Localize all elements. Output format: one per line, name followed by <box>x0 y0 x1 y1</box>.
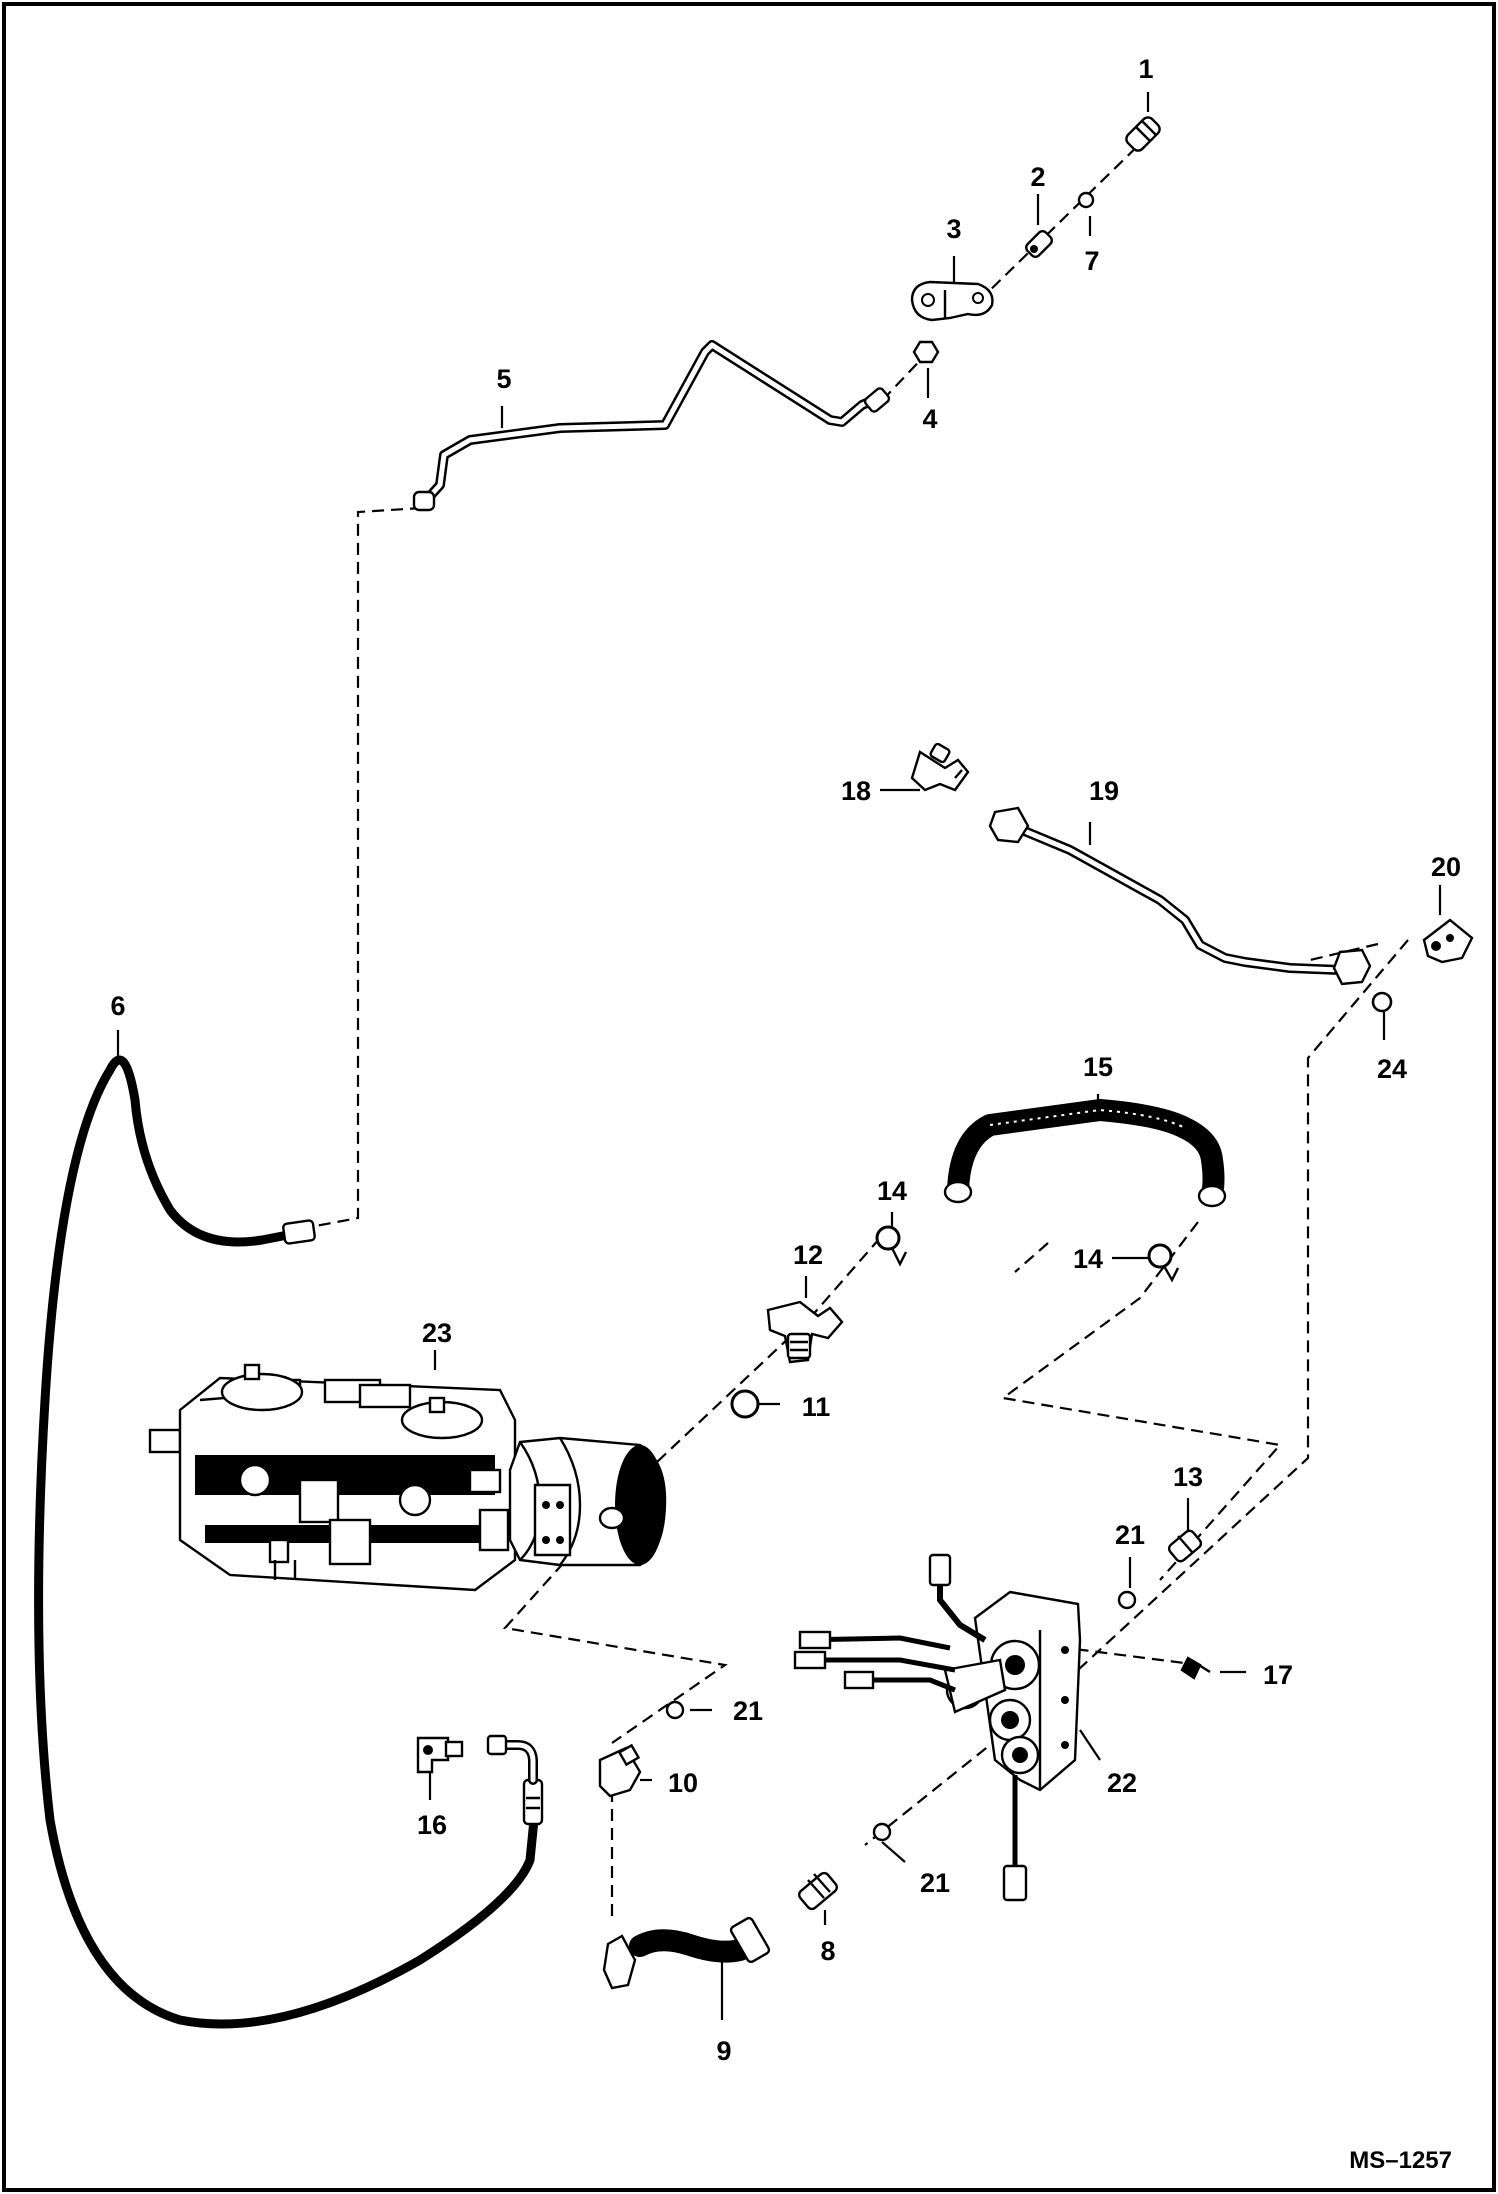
callout-labels: 1 2 3 4 5 6 7 8 9 10 11 12 13 14 14 15 1… <box>110 54 1461 2174</box>
callout-10: 10 <box>668 1768 698 1798</box>
part-23-pump-assembly <box>148 1363 667 1592</box>
callout-24: 24 <box>1377 1054 1407 1084</box>
part-15-hose <box>943 1099 1227 1208</box>
callout-21-c: 21 <box>920 1868 950 1898</box>
part-10-elbow-fitting <box>598 1743 642 1798</box>
callout-21-b: 21 <box>733 1696 763 1726</box>
assembly-dashed-lines <box>304 133 1409 1920</box>
callout-7: 7 <box>1084 246 1099 276</box>
callout-3: 3 <box>946 214 961 244</box>
part-1-fitting <box>1125 116 1161 152</box>
callout-14-b: 14 <box>1073 1244 1103 1274</box>
part-5-tube <box>412 340 891 512</box>
callout-4: 4 <box>922 404 937 434</box>
callout-2: 2 <box>1030 162 1045 192</box>
part-21-o-ring-a <box>1117 1590 1137 1610</box>
part-4-nut <box>912 340 940 364</box>
part-17-bolt <box>1180 1656 1211 1680</box>
callout-8: 8 <box>820 1936 835 1966</box>
part-21-o-ring-c <box>872 1822 892 1842</box>
callout-11: 11 <box>802 1392 831 1422</box>
part-13-fitting <box>1167 1529 1203 1563</box>
callout-20: 20 <box>1431 852 1461 882</box>
part-20-fitting <box>1422 918 1474 964</box>
callout-1: 1 <box>1138 54 1153 84</box>
callout-6: 6 <box>110 991 125 1021</box>
callout-22: 22 <box>1107 1768 1137 1798</box>
part-21-o-ring-b <box>665 1700 685 1720</box>
part-16-elbow-fitting <box>416 1736 464 1774</box>
callout-23: 23 <box>422 1318 452 1348</box>
part-11-o-ring <box>730 1389 760 1419</box>
callout-13: 13 <box>1173 1462 1203 1492</box>
part-2-fitting <box>1025 230 1053 258</box>
part-7-o-ring <box>1077 191 1095 209</box>
part-14-clamp-a <box>875 1225 908 1267</box>
callout-14-a: 14 <box>877 1176 907 1206</box>
callout-18: 18 <box>841 776 871 806</box>
part-18-fitting <box>910 742 970 792</box>
callout-12: 12 <box>793 1240 823 1270</box>
callout-17: 17 <box>1263 1660 1293 1690</box>
part-22-valve-block <box>793 1553 1082 1902</box>
callout-5: 5 <box>496 364 511 394</box>
part-3-clamp <box>910 280 994 322</box>
callout-21-a: 21 <box>1115 1520 1145 1550</box>
part-9-hose <box>602 1916 771 1990</box>
figure-id: MS–1257 <box>1349 2147 1452 2174</box>
part-8-fitting <box>797 1871 839 1911</box>
part-6-hose <box>34 1055 544 2029</box>
callout-15: 15 <box>1083 1052 1113 1082</box>
part-12-fitting <box>766 1300 844 1364</box>
part-14-clamp-b <box>1147 1243 1180 1283</box>
part-24-o-ring <box>1371 991 1393 1013</box>
callout-16: 16 <box>417 1810 447 1840</box>
leader-lines <box>116 92 1442 2020</box>
part-19-tube <box>988 806 1372 986</box>
callout-9: 9 <box>716 2036 731 2066</box>
callout-19: 19 <box>1089 776 1119 806</box>
